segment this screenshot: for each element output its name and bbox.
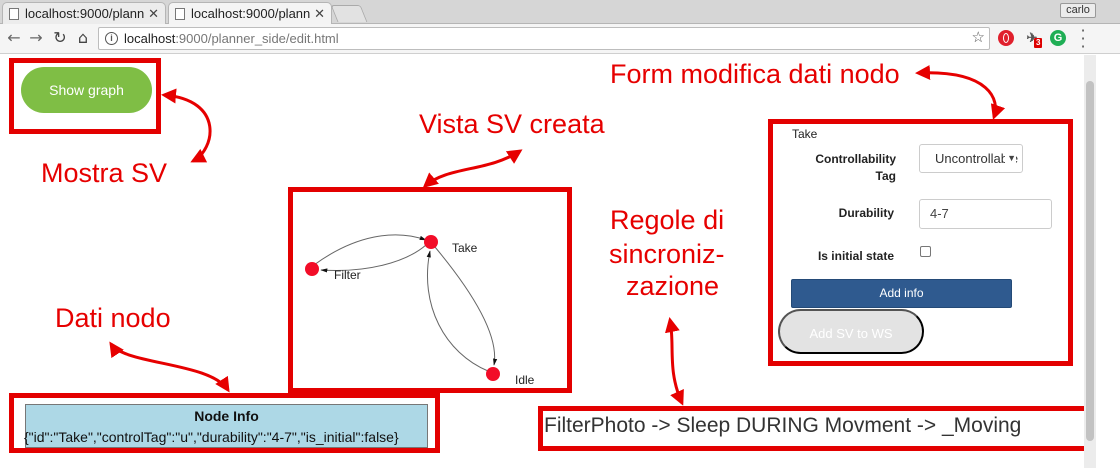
tab-title: localhost:9000/planner xyxy=(191,6,311,21)
node-info-panel: Node Info {"id":"Take","controlTag":"u",… xyxy=(24,404,428,448)
graph-label-filter: Filter xyxy=(334,268,361,282)
tab-title: localhost:9000/planner xyxy=(25,6,145,21)
graph-edge-take-filter xyxy=(320,244,427,273)
graph-label-take: Take xyxy=(452,241,478,255)
grammarly-extension-icon[interactable]: G xyxy=(1050,30,1066,46)
profile-button[interactable]: carlo xyxy=(1060,3,1096,18)
new-tab-button[interactable] xyxy=(330,5,368,22)
reload-icon[interactable]: ↻ xyxy=(53,28,67,47)
show-graph-button[interactable]: Show graph xyxy=(21,67,152,113)
url-host: localhost xyxy=(124,31,176,46)
graph-edge-take-idle xyxy=(434,246,498,366)
arrow-mostra-sv xyxy=(161,88,212,163)
page-icon xyxy=(9,7,19,20)
highlight-node-form xyxy=(768,119,1073,366)
graph-edge-idle-take xyxy=(426,250,489,372)
page-icon xyxy=(175,7,185,20)
info-icon[interactable]: i xyxy=(105,32,118,45)
graph-node-filter[interactable] xyxy=(305,262,319,276)
node-info-title: Node Info xyxy=(194,408,259,424)
chevron-down-icon: ▼ xyxy=(1005,145,1016,172)
browser-tab-strip: localhost:9000/planner ✕ localhost:9000/… xyxy=(0,0,1120,24)
opera-extension-icon[interactable] xyxy=(998,30,1014,46)
browser-menu-icon[interactable]: ··· xyxy=(1080,21,1086,56)
arrow-form-modifica xyxy=(915,65,1006,120)
highlight-node-data xyxy=(9,393,440,453)
address-bar[interactable]: i localhost:9000/planner_side/edit.html … xyxy=(98,27,990,50)
sync-rules-text: FilterPhoto -> Sleep DURING Movment -> _… xyxy=(544,414,1022,437)
annotation-regole-line2: sincroniz- xyxy=(609,239,725,269)
annotation-dati-nodo: Dati nodo xyxy=(55,303,171,333)
state-variable-graph: Take Filter Idle xyxy=(305,234,535,387)
graph-node-idle[interactable] xyxy=(486,367,500,381)
annotation-form-modifica: Form modifica dati nodo xyxy=(610,59,900,89)
graph-node-take[interactable] xyxy=(424,235,438,249)
graph-label-idle: Idle xyxy=(515,373,535,387)
arrow-regole xyxy=(664,317,684,406)
close-tab-icon[interactable]: ✕ xyxy=(148,5,159,21)
extension-badge: 3 xyxy=(1034,38,1043,48)
back-icon[interactable]: ← xyxy=(7,28,21,47)
highlight-sync-rules xyxy=(538,406,1084,451)
highlight-graph-view xyxy=(288,187,572,393)
form-node-name: Take xyxy=(792,127,818,141)
annotation-vista-sv: Vista SV creata xyxy=(419,109,605,139)
annotation-regole-line1: Regole di xyxy=(610,205,725,235)
page-scrollbar[interactable] xyxy=(1084,55,1096,468)
annotation-regole-line3: zazione xyxy=(626,271,720,301)
forward-icon[interactable]: → xyxy=(29,28,43,47)
close-tab-icon[interactable]: ✕ xyxy=(314,5,325,21)
browser-tab-1[interactable]: localhost:9000/planner ✕ xyxy=(2,2,166,24)
controllability-value: Uncontrollable xyxy=(935,151,1019,166)
add-info-button[interactable]: Add info xyxy=(791,279,1012,308)
browser-toolbar: ← → ↻ ⌂ i localhost:9000/planner_side/ed… xyxy=(0,21,1120,56)
arrow-dati-nodo xyxy=(109,341,230,393)
scrollbar-thumb[interactable] xyxy=(1086,81,1094,441)
durability-input[interactable]: 4-7 xyxy=(919,199,1052,229)
home-icon[interactable]: ⌂ xyxy=(77,28,89,47)
initial-state-label: Is initial state xyxy=(817,249,894,263)
annotation-mostra-sv: Mostra SV xyxy=(41,158,168,188)
node-info-json: {"id":"Take","controlTag":"u","durabilit… xyxy=(24,429,399,445)
url-path: :9000/planner_side/edit.html xyxy=(175,31,339,46)
add-sv-to-ws-button[interactable]: Add SV to WS xyxy=(778,309,924,354)
spy-extension-icon[interactable]: ✈3 xyxy=(1026,30,1043,48)
durability-label: Durability xyxy=(838,206,894,220)
highlight-show-graph xyxy=(9,58,161,134)
controllability-select[interactable]: Uncontrollable ▼ xyxy=(919,144,1023,173)
url-text: localhost:9000/planner_side/edit.html xyxy=(124,28,339,49)
controllability-label: Controllability Tag xyxy=(815,152,896,183)
bookmark-star-icon[interactable]: ☆ xyxy=(971,28,985,46)
arrow-vista-sv xyxy=(422,149,523,188)
browser-tab-2[interactable]: localhost:9000/planner ✕ xyxy=(168,2,332,24)
graph-edge-filter-take xyxy=(313,234,427,266)
initial-state-checkbox[interactable] xyxy=(920,246,931,257)
